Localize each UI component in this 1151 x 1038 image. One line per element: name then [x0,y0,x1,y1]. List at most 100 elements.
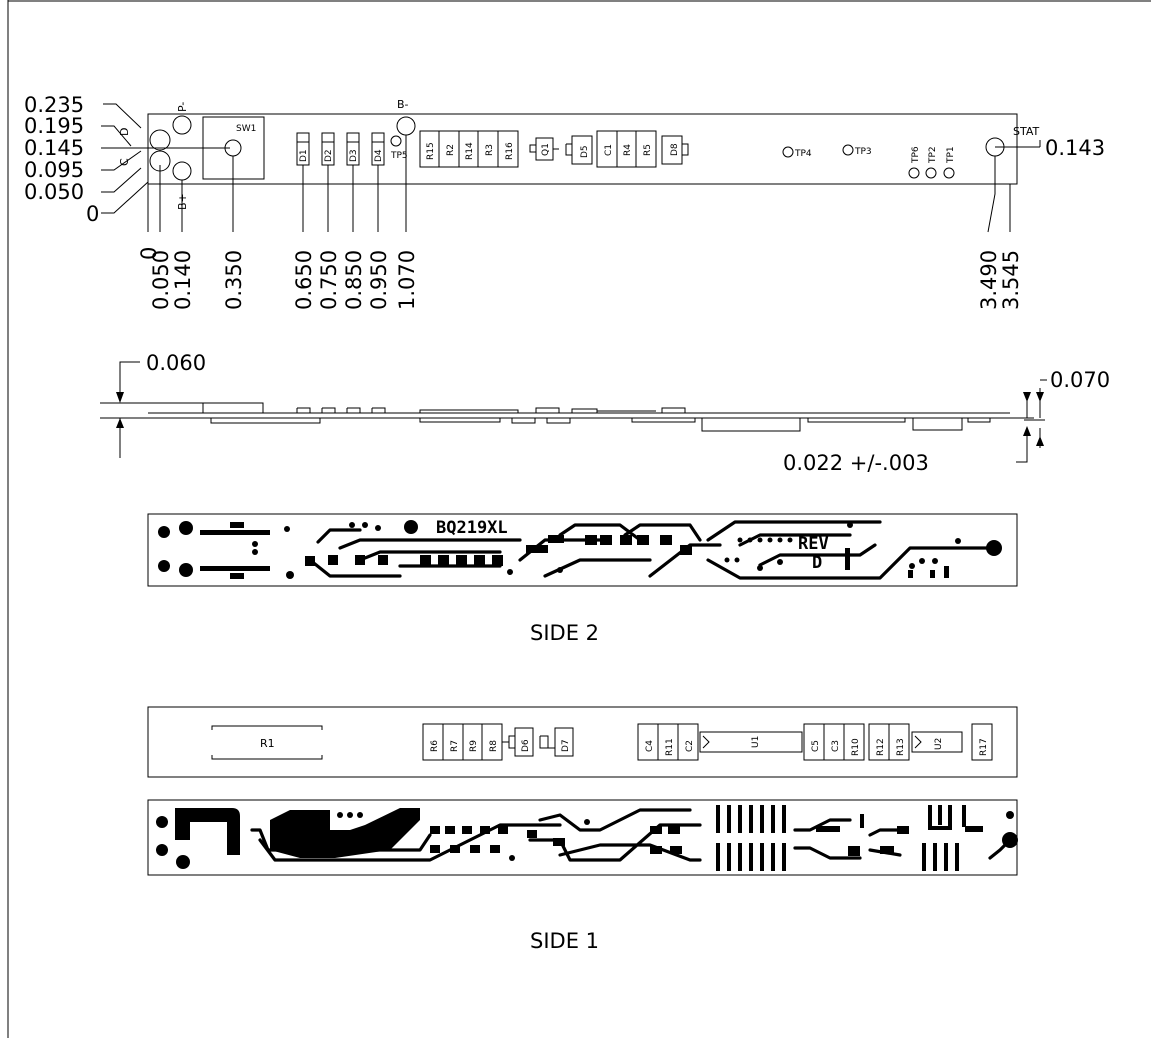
svg-text:D4: D4 [374,149,384,162]
svg-text:R11: R11 [665,738,675,756]
top-board-outline [147,113,1018,185]
test-point-tp5 [390,135,402,147]
svg-text:Q1: Q1 [541,143,551,156]
pad-d [149,129,171,151]
thickness-arrows [116,392,124,428]
svg-text:C4: C4 [645,740,655,752]
rev-label: REV [798,534,829,554]
caption-side-1: SIDE 1 [530,929,599,953]
dim-bottom-3545: 3.545 [999,250,1023,310]
svg-text:D8: D8 [670,143,680,156]
svg-text:R7: R7 [450,740,460,752]
svg-text:TP6: TP6 [911,146,921,164]
svg-text:TP1: TP1 [946,146,956,164]
svg-text:D1: D1 [299,149,309,162]
side2-board-outline [147,513,1018,587]
svg-text:C1: C1 [604,144,614,156]
resistor-r17: R17 [971,723,993,761]
pad-p-minus [172,115,192,135]
diode-d8: D8 [661,135,689,165]
dim-right-0070: 0.070 [1050,368,1110,392]
dim-bottom-0650: 0.650 [292,250,316,310]
dim-bottom-0050: 0.050 [149,250,173,310]
label-tp3: TP3 [854,147,872,157]
right-dim-arrows [1023,392,1044,446]
ic-u2: U2 [911,731,963,753]
dim-left-0235: 0.235 [24,93,84,117]
side2-view: BQ219XL REV D SIDE 2 [147,513,1018,645]
label-tp5: TP5 [390,151,408,161]
svg-text:D2: D2 [324,149,334,162]
label-b-minus: B- [397,98,409,111]
diode-row: D1 D2 D3 D4 [296,132,385,166]
svg-text:U2: U2 [934,738,944,750]
transistor-q1: Q1 [529,137,559,161]
svg-text:R9: R9 [469,740,479,752]
test-point-column: TP6 TP2 TP1 [908,146,956,179]
cap-group-c1-r5: C1 R4 R5 [596,130,657,168]
side1-board-outline [147,706,1018,778]
svg-text:R14: R14 [465,142,475,160]
svg-text:R3: R3 [485,144,495,156]
right-dim-leaders [1016,379,1047,463]
thickness-leader [119,361,140,392]
cap-group-c5-r10: C5 C3 R10 [803,723,865,761]
svg-text:D5: D5 [580,145,590,158]
svg-text:R8: R8 [489,740,499,752]
resistor-r1: R1 [211,725,323,760]
dim-thickness-0060: 0.060 [146,351,206,375]
dim-bottom-0350: 0.350 [222,250,246,310]
svg-text:C2: C2 [685,740,695,752]
dim-left-0195: 0.195 [24,114,84,138]
label-tp4: TP4 [794,149,812,159]
diode-d2: D2 [321,132,335,166]
cap-group-c4-c2: C4 R11 C2 [637,723,699,761]
caption-side-2: SIDE 2 [530,621,599,645]
stat-leader [995,140,1041,148]
test-point-tp4 [782,146,794,158]
svg-text:R6: R6 [430,740,440,752]
resistor-group-r12-r13: R12 R13 [868,723,910,761]
letter-d: D [118,128,131,136]
svg-text:U1: U1 [751,736,761,748]
svg-text:R12: R12 [876,738,886,756]
side-profile-view: 0.060 0.070 0.022 +/-.003 [100,351,1110,475]
svg-text:R10: R10 [851,738,861,756]
svg-text:R16: R16 [505,142,515,160]
dim-bottom-1070: 1.070 [395,250,419,310]
resistor-group-r6-r8: R6 R7 R9 R8 [422,723,503,761]
dim-left-0145: 0.145 [24,136,84,160]
dim-left-0050: 0.050 [24,180,84,204]
diode-d1: D1 [296,132,310,166]
board-label-bq219xl: BQ219XL [436,518,508,538]
svg-text:C5: C5 [811,740,821,752]
ic-u1: U1 [699,731,803,753]
label-p-minus: P- [176,102,189,112]
svg-text:TP2: TP2 [928,146,938,164]
svg-text:C3: C3 [831,740,841,752]
side1-assembly-view: R1 R6 R7 R9 R8 D6 D7 C4 R11 C [147,706,1018,953]
diode-d6: D6 [502,727,534,757]
svg-text:D6: D6 [521,739,531,752]
dim-bottom-3490: 3.490 [977,250,1001,310]
test-point-tp3 [842,144,854,156]
dim-bottom-0950: 0.950 [367,250,391,310]
diode-d4: D4 [371,132,385,166]
dim-bottom-0140: 0.140 [171,250,195,310]
pad-b-plus [172,161,192,181]
bottom-dimensions: 0 0.050 0.140 0.350 0.650 0.750 0.850 0.… [137,247,1023,310]
svg-text:R17: R17 [979,738,989,756]
dim-left-0095: 0.095 [24,158,84,182]
label-sw1: SW1 [236,124,256,134]
left-dimensions: 0.235 0.195 0.145 0.095 0.050 0 D C [24,93,230,226]
svg-text:R13: R13 [896,738,906,756]
dim-board-thickness: 0.022 +/-.003 [783,451,929,475]
dim-bottom-0850: 0.850 [342,250,366,310]
svg-text:R1: R1 [260,737,275,750]
svg-text:R2: R2 [446,144,456,156]
rev-value: D [812,553,822,573]
top-view: 0.235 0.195 0.145 0.095 0.050 0 D C P- B… [24,93,1105,310]
pad-b-minus [396,116,416,136]
